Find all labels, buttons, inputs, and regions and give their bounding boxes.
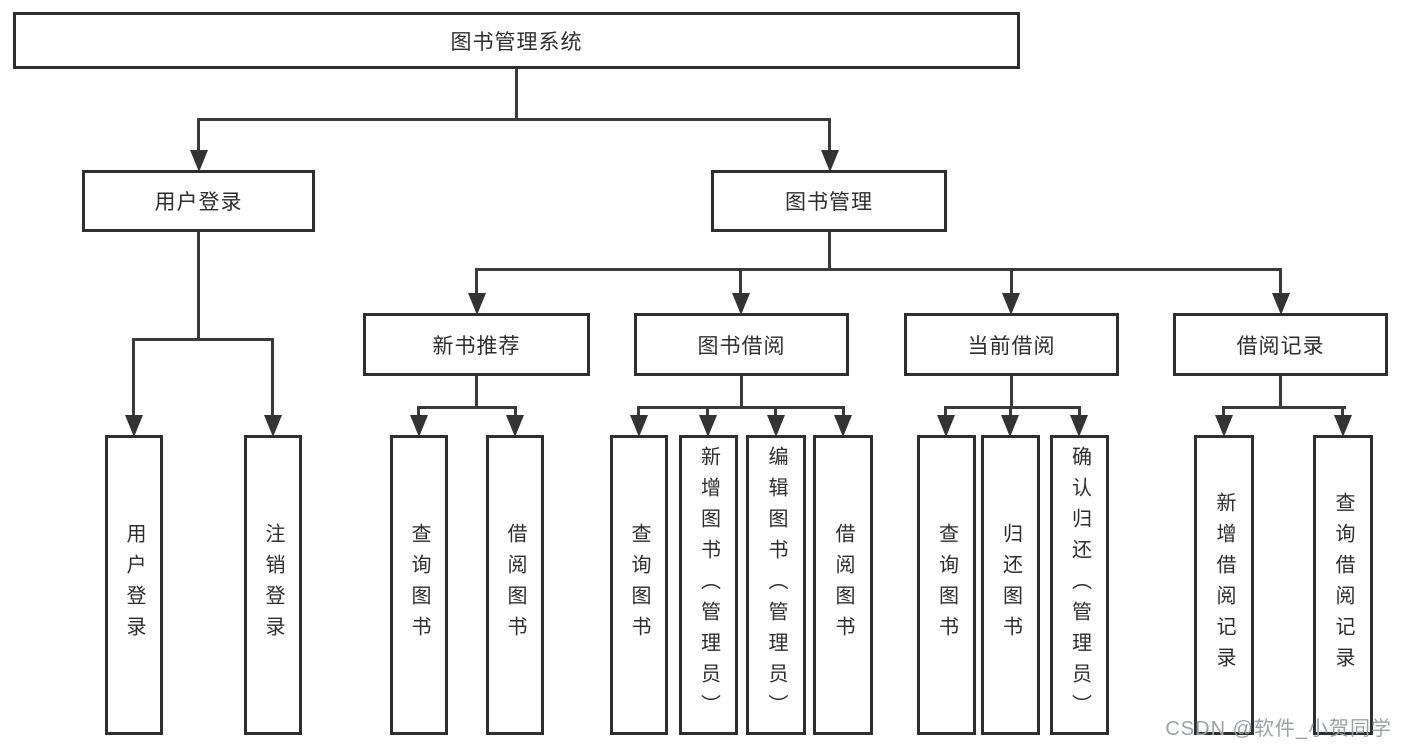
node-book-management-label: 图书管理 xyxy=(785,191,873,214)
leaf-current-return-books: 归还图书 xyxy=(981,435,1040,735)
arrow-to-records-query xyxy=(1334,415,1352,437)
connector-records-stem xyxy=(1279,376,1282,408)
arrow-to-leaf-logout xyxy=(264,415,282,437)
leaf-recommend-borrow-books-label: 借阅图书 xyxy=(504,523,526,647)
node-new-book-recommend-label: 新书推荐 xyxy=(432,334,521,358)
connector-book-mgmt-shaft xyxy=(828,118,831,153)
connector-user-login-shaft xyxy=(197,118,200,153)
leaf-records-add-record: 新增借阅记录 xyxy=(1194,435,1254,735)
arrow-to-borrow-edit xyxy=(767,415,785,437)
arrow-to-current-query xyxy=(937,415,955,437)
leaf-logout-label: 注销登录 xyxy=(262,523,284,647)
connector-records-shaft xyxy=(1279,268,1282,297)
connector-borrow-leaf4-shaft xyxy=(842,406,845,418)
arrow-to-borrow-records xyxy=(1272,293,1290,315)
node-current-borrow-label: 当前借阅 xyxy=(967,334,1056,358)
connector-borrow-leaf3-shaft xyxy=(774,406,777,418)
arrow-to-new-book-recommend xyxy=(468,293,486,315)
arrow-to-recommend-query xyxy=(410,415,428,437)
leaf-borrow-query-books-label: 查询图书 xyxy=(628,523,650,647)
connector-borrow-stem xyxy=(740,376,743,408)
arrow-to-recommend-borrow xyxy=(506,415,524,437)
leaf-current-return-books-label: 归还图书 xyxy=(999,523,1022,647)
node-library-system-label: 图书管理系统 xyxy=(450,30,583,54)
connector-book-mgmt-stem xyxy=(828,232,831,271)
connector-user-group-rail xyxy=(132,338,274,341)
connector-leaf-logout-shaft xyxy=(271,338,274,419)
node-user-login: 用户登录 xyxy=(82,170,315,232)
arrow-to-borrow-add xyxy=(699,415,717,437)
leaf-borrow-add-books-admin: 新增图书（管理员） xyxy=(679,435,738,735)
leaf-logout: 注销登录 xyxy=(244,435,302,735)
arrow-to-current-confirm xyxy=(1070,415,1088,437)
connector-records-rail xyxy=(1222,406,1346,409)
leaf-current-query-books-label: 查询图书 xyxy=(935,523,958,647)
leaf-records-add-record-label: 新增借阅记录 xyxy=(1213,492,1235,678)
connector-recommend-rail xyxy=(417,406,517,409)
leaf-user-login-label: 用户登录 xyxy=(123,523,145,647)
connector-current-leaf2-shaft xyxy=(1009,406,1012,418)
connector-records-leaf1-shaft xyxy=(1222,406,1225,418)
connector-current-rail xyxy=(944,406,1081,409)
node-current-borrow: 当前借阅 xyxy=(904,313,1119,376)
leaf-current-confirm-return-admin: 确认归还（管理员） xyxy=(1050,435,1109,735)
connector-borrow-leaf1-shaft xyxy=(637,406,640,418)
connector-current-shaft xyxy=(1010,268,1013,297)
connector-current-stem xyxy=(1010,376,1013,408)
node-library-system: 图书管理系统 xyxy=(13,12,1020,69)
node-borrow-records: 借阅记录 xyxy=(1173,313,1388,376)
connector-recommend-stem xyxy=(475,376,478,408)
leaf-current-confirm-return-admin-label: 确认归还（管理员） xyxy=(1068,445,1091,725)
arrow-to-records-add xyxy=(1215,415,1233,437)
node-book-borrow: 图书借阅 xyxy=(634,313,849,376)
leaf-records-query-record-label: 查询借阅记录 xyxy=(1332,492,1354,678)
arrow-to-borrow-query xyxy=(630,415,648,437)
connector-level2-rail xyxy=(197,118,831,121)
connector-borrow-leaf2-shaft xyxy=(706,406,709,418)
leaf-borrow-edit-books-admin: 编辑图书（管理员） xyxy=(746,435,806,735)
arrow-to-current-borrow xyxy=(1002,293,1020,315)
connector-recommend-shaft xyxy=(475,268,478,297)
leaf-user-login: 用户登录 xyxy=(105,435,163,735)
node-book-borrow-label: 图书借阅 xyxy=(697,334,786,358)
leaf-records-query-record: 查询借阅记录 xyxy=(1313,435,1373,735)
connector-current-leaf1-shaft xyxy=(944,406,947,418)
leaf-borrow-borrow-books: 借阅图书 xyxy=(813,435,873,735)
connector-root-stem xyxy=(515,68,518,120)
connector-recommend-leaf2-shaft xyxy=(514,406,517,418)
connector-recommend-leaf1-shaft xyxy=(417,406,420,418)
leaf-recommend-borrow-books: 借阅图书 xyxy=(486,435,544,735)
connector-borrow-rail xyxy=(637,406,845,409)
leaf-borrow-add-books-admin-label: 新增图书（管理员） xyxy=(697,445,720,725)
arrow-to-current-return xyxy=(1001,415,1019,437)
arrow-to-leaf-user-login xyxy=(125,415,143,437)
arrow-to-user-login xyxy=(190,150,208,172)
leaf-recommend-query-books: 查询图书 xyxy=(390,435,448,735)
leaf-borrow-borrow-books-label: 借阅图书 xyxy=(832,523,854,647)
leaf-current-query-books: 查询图书 xyxy=(917,435,976,735)
leaf-recommend-query-books-label: 查询图书 xyxy=(408,523,430,647)
node-book-management: 图书管理 xyxy=(711,170,947,232)
connector-records-leaf2-shaft xyxy=(1341,406,1344,418)
node-borrow-records-label: 借阅记录 xyxy=(1236,334,1325,358)
connector-leaf-user-login-shaft xyxy=(132,338,135,419)
node-new-book-recommend: 新书推荐 xyxy=(363,313,590,376)
arrow-to-borrow-borrow xyxy=(834,415,852,437)
leaf-borrow-query-books: 查询图书 xyxy=(610,435,668,735)
csdn-watermark: CSDN @软件_小贺同学 xyxy=(1165,718,1392,740)
connector-borrow-shaft xyxy=(739,268,742,297)
node-user-login-label: 用户登录 xyxy=(154,191,243,214)
leaf-borrow-edit-books-admin-label: 编辑图书（管理员） xyxy=(765,445,787,725)
arrow-to-book-borrow xyxy=(732,293,750,315)
connector-user-login-stem xyxy=(197,232,200,340)
arrow-to-book-management xyxy=(821,150,839,172)
connector-current-leaf3-shaft xyxy=(1078,406,1081,418)
connector-level3-rail xyxy=(475,268,1282,271)
